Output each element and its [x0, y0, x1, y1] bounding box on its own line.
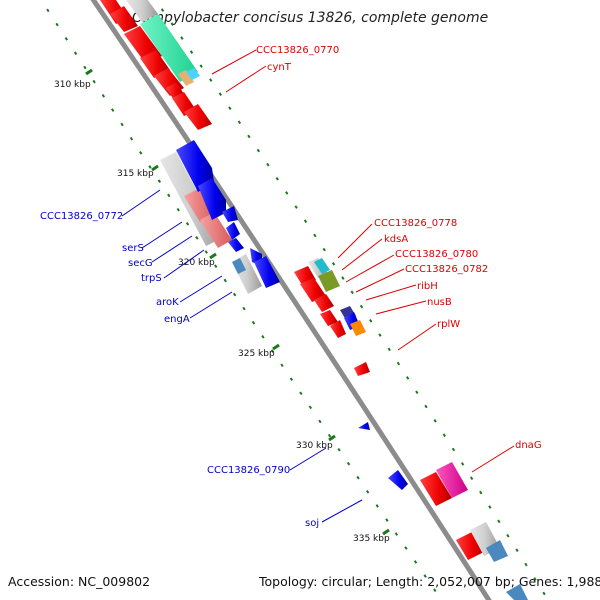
gene-label[interactable]: rplW	[437, 319, 460, 330]
gene-cluster-left	[160, 140, 280, 294]
gene-arrow[interactable]	[300, 278, 326, 302]
tick-label-310: 310 kbp	[54, 80, 91, 90]
gene-label[interactable]: CCC13826_0778	[374, 218, 457, 229]
gene-arrow[interactable]	[354, 362, 370, 376]
gene-arrow[interactable]	[456, 532, 484, 560]
gene-arrow[interactable]	[486, 540, 508, 562]
gene-cluster-top	[100, 0, 212, 130]
gene-arrow[interactable]	[222, 206, 238, 222]
gene-arrow[interactable]	[314, 294, 334, 312]
gene-arrow[interactable]	[254, 256, 280, 288]
gene-arrow[interactable]	[388, 470, 408, 490]
gene-label[interactable]: ribH	[417, 281, 438, 292]
left-labels	[121, 189, 363, 523]
gene-arrow[interactable]	[232, 258, 246, 274]
gene-label[interactable]: CCC13826_0780	[395, 249, 478, 260]
gene-arrow[interactable]	[140, 14, 198, 82]
right-labels	[211, 49, 515, 473]
gene-cluster-lower	[358, 422, 528, 600]
gene-arrow[interactable]	[506, 584, 528, 600]
gene-arrow[interactable]	[110, 6, 138, 32]
outer-tick-dots	[154, 0, 546, 596]
gene-label[interactable]: secG	[128, 258, 153, 269]
gene-arrow[interactable]	[126, 0, 158, 22]
gene-arrow[interactable]	[184, 188, 216, 222]
tick-label-325: 325 kbp	[238, 349, 275, 359]
map-title: Campylobacter concisus 13826, complete g…	[132, 10, 488, 26]
gene-arrow[interactable]	[176, 140, 214, 192]
inner-tick-dots	[40, 0, 443, 600]
gene-label[interactable]: CCC13826_0772	[40, 211, 123, 222]
gene-label[interactable]: serS	[122, 243, 144, 254]
gene-arrow[interactable]	[330, 320, 346, 338]
tick-label-335: 335 kbp	[353, 534, 390, 544]
gene-arrow[interactable]	[184, 104, 212, 130]
gene-label[interactable]: kdsA	[384, 234, 408, 245]
gene-arrow[interactable]	[140, 50, 170, 78]
gene-arrow[interactable]	[436, 462, 468, 498]
summary-text: Topology: circular; Length: 2,052,007 bp…	[258, 574, 600, 589]
gene-arrow[interactable]	[320, 310, 338, 326]
gene-arrow[interactable]	[358, 422, 370, 430]
gene-label[interactable]: nusB	[427, 297, 452, 308]
gene-arrow[interactable]	[186, 68, 200, 80]
gene-arrow[interactable]	[350, 320, 366, 336]
tick-label-315: 315 kbp	[117, 169, 154, 179]
gene-label[interactable]: CCC13826_0790	[207, 465, 290, 476]
tick-markers	[85, 68, 390, 536]
gene-arrow[interactable]	[226, 222, 240, 240]
gene-label[interactable]: cynT	[267, 62, 292, 73]
gene-label[interactable]: soj	[305, 518, 319, 529]
gene-arrow[interactable]	[420, 472, 452, 506]
genome-backbone	[90, 0, 492, 600]
gene-cluster-middle	[294, 258, 370, 376]
gene-arrow[interactable]	[178, 70, 194, 86]
gene-arrow[interactable]	[198, 178, 226, 220]
gene-label[interactable]: trpS	[141, 273, 162, 284]
tick-label-320: 320 kbp	[178, 258, 215, 268]
gene-label[interactable]: CCC13826_0782	[405, 264, 488, 275]
tick-label-330: 330 kbp	[296, 441, 333, 451]
gene-arrow[interactable]	[318, 270, 340, 292]
gene-arrow[interactable]	[200, 212, 232, 248]
gene-label[interactable]: CCC13826_0770	[256, 45, 339, 56]
gene-arrow[interactable]	[228, 238, 244, 252]
gene-arrow[interactable]	[314, 258, 330, 274]
gene-label[interactable]: dnaG	[515, 440, 542, 451]
gene-label[interactable]: aroK	[156, 297, 179, 308]
gene-label[interactable]: engA	[164, 314, 190, 325]
accession-text: Accession: NC_009802	[8, 574, 150, 589]
